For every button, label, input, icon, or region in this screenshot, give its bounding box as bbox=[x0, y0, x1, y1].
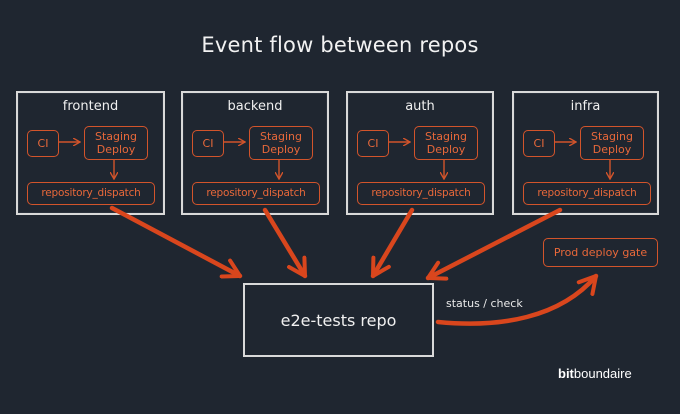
repo-name: backend bbox=[227, 99, 283, 114]
logo-bold-part: bit bbox=[558, 366, 574, 381]
inner-arrows-backend bbox=[223, 142, 279, 179]
backend-to-e2e-arrow bbox=[262, 207, 308, 279]
repository-dispatch-node: repository_dispatch bbox=[192, 182, 320, 205]
e2e-tests-repo-box: e2e-tests repo bbox=[243, 283, 434, 357]
diagram-title: Event flow between repos bbox=[201, 33, 479, 57]
status-check-label: status / check bbox=[446, 297, 523, 310]
logo-regular-part: boundaire bbox=[573, 366, 632, 381]
repo-name: infra bbox=[570, 99, 601, 114]
ci-node: CI bbox=[192, 130, 224, 157]
bitboundaire-logo: bitboundaire bbox=[558, 366, 632, 381]
auth-to-e2e-arrow bbox=[370, 207, 415, 279]
inner-arrows-auth bbox=[388, 142, 444, 179]
repository-dispatch-node: repository_dispatch bbox=[357, 182, 485, 205]
inner-arrows-infra bbox=[554, 142, 610, 179]
infra-to-e2e-arrow bbox=[425, 207, 563, 281]
repository-dispatch-node: repository_dispatch bbox=[27, 182, 155, 205]
frontend-to-e2e-arrow bbox=[109, 205, 243, 279]
repository-dispatch-node: repository_dispatch bbox=[523, 182, 651, 205]
e2e-to-prod-gate-arrow bbox=[435, 273, 599, 326]
prod-deploy-gate-node: Prod deploy gate bbox=[543, 238, 658, 267]
inner-arrows-frontend bbox=[58, 142, 114, 179]
ci-node: CI bbox=[27, 130, 59, 157]
repo-name: frontend bbox=[62, 99, 119, 114]
ci-node: CI bbox=[523, 130, 555, 157]
repo-name: auth bbox=[405, 99, 435, 114]
ci-node: CI bbox=[357, 130, 389, 157]
